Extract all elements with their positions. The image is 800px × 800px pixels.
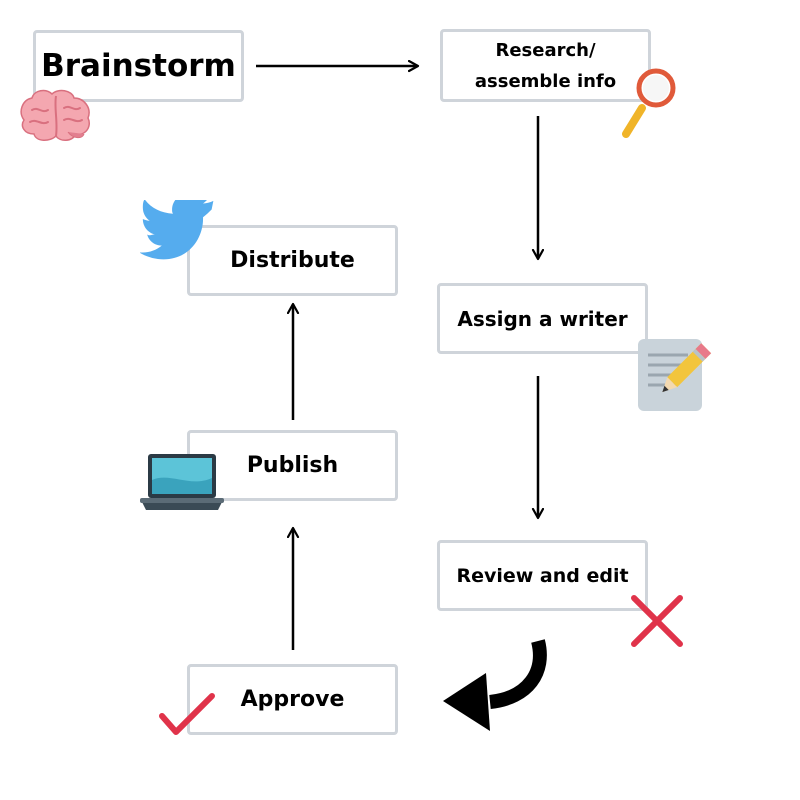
step-label: Brainstorm bbox=[41, 48, 236, 84]
step-research: Research/ assemble info bbox=[440, 29, 651, 102]
laptop-icon bbox=[140, 454, 224, 510]
brain-icon bbox=[20, 89, 90, 141]
step-label: Review and edit bbox=[456, 564, 629, 587]
step-label: Approve bbox=[240, 687, 345, 712]
step-label: Distribute bbox=[230, 248, 355, 273]
magnifying-glass-icon bbox=[622, 68, 676, 138]
pencil-document-icon bbox=[638, 339, 712, 411]
twitter-bird-icon bbox=[140, 200, 214, 260]
curved-arrow-review-to-approve bbox=[443, 639, 547, 731]
step-assign-writer: Assign a writer bbox=[437, 283, 648, 354]
step-label: Publish bbox=[246, 453, 339, 478]
cross-mark-icon bbox=[631, 595, 683, 647]
step-label: Assign a writer bbox=[457, 306, 628, 331]
check-mark-icon bbox=[159, 693, 215, 735]
step-distribute: Distribute bbox=[187, 225, 398, 296]
step-label-line1: Research/ bbox=[495, 39, 596, 61]
step-label-line2: assemble info bbox=[474, 70, 617, 92]
step-approve: Approve bbox=[187, 664, 398, 735]
step-brainstorm: Brainstorm bbox=[33, 30, 244, 102]
step-review-and-edit: Review and edit bbox=[437, 540, 648, 611]
